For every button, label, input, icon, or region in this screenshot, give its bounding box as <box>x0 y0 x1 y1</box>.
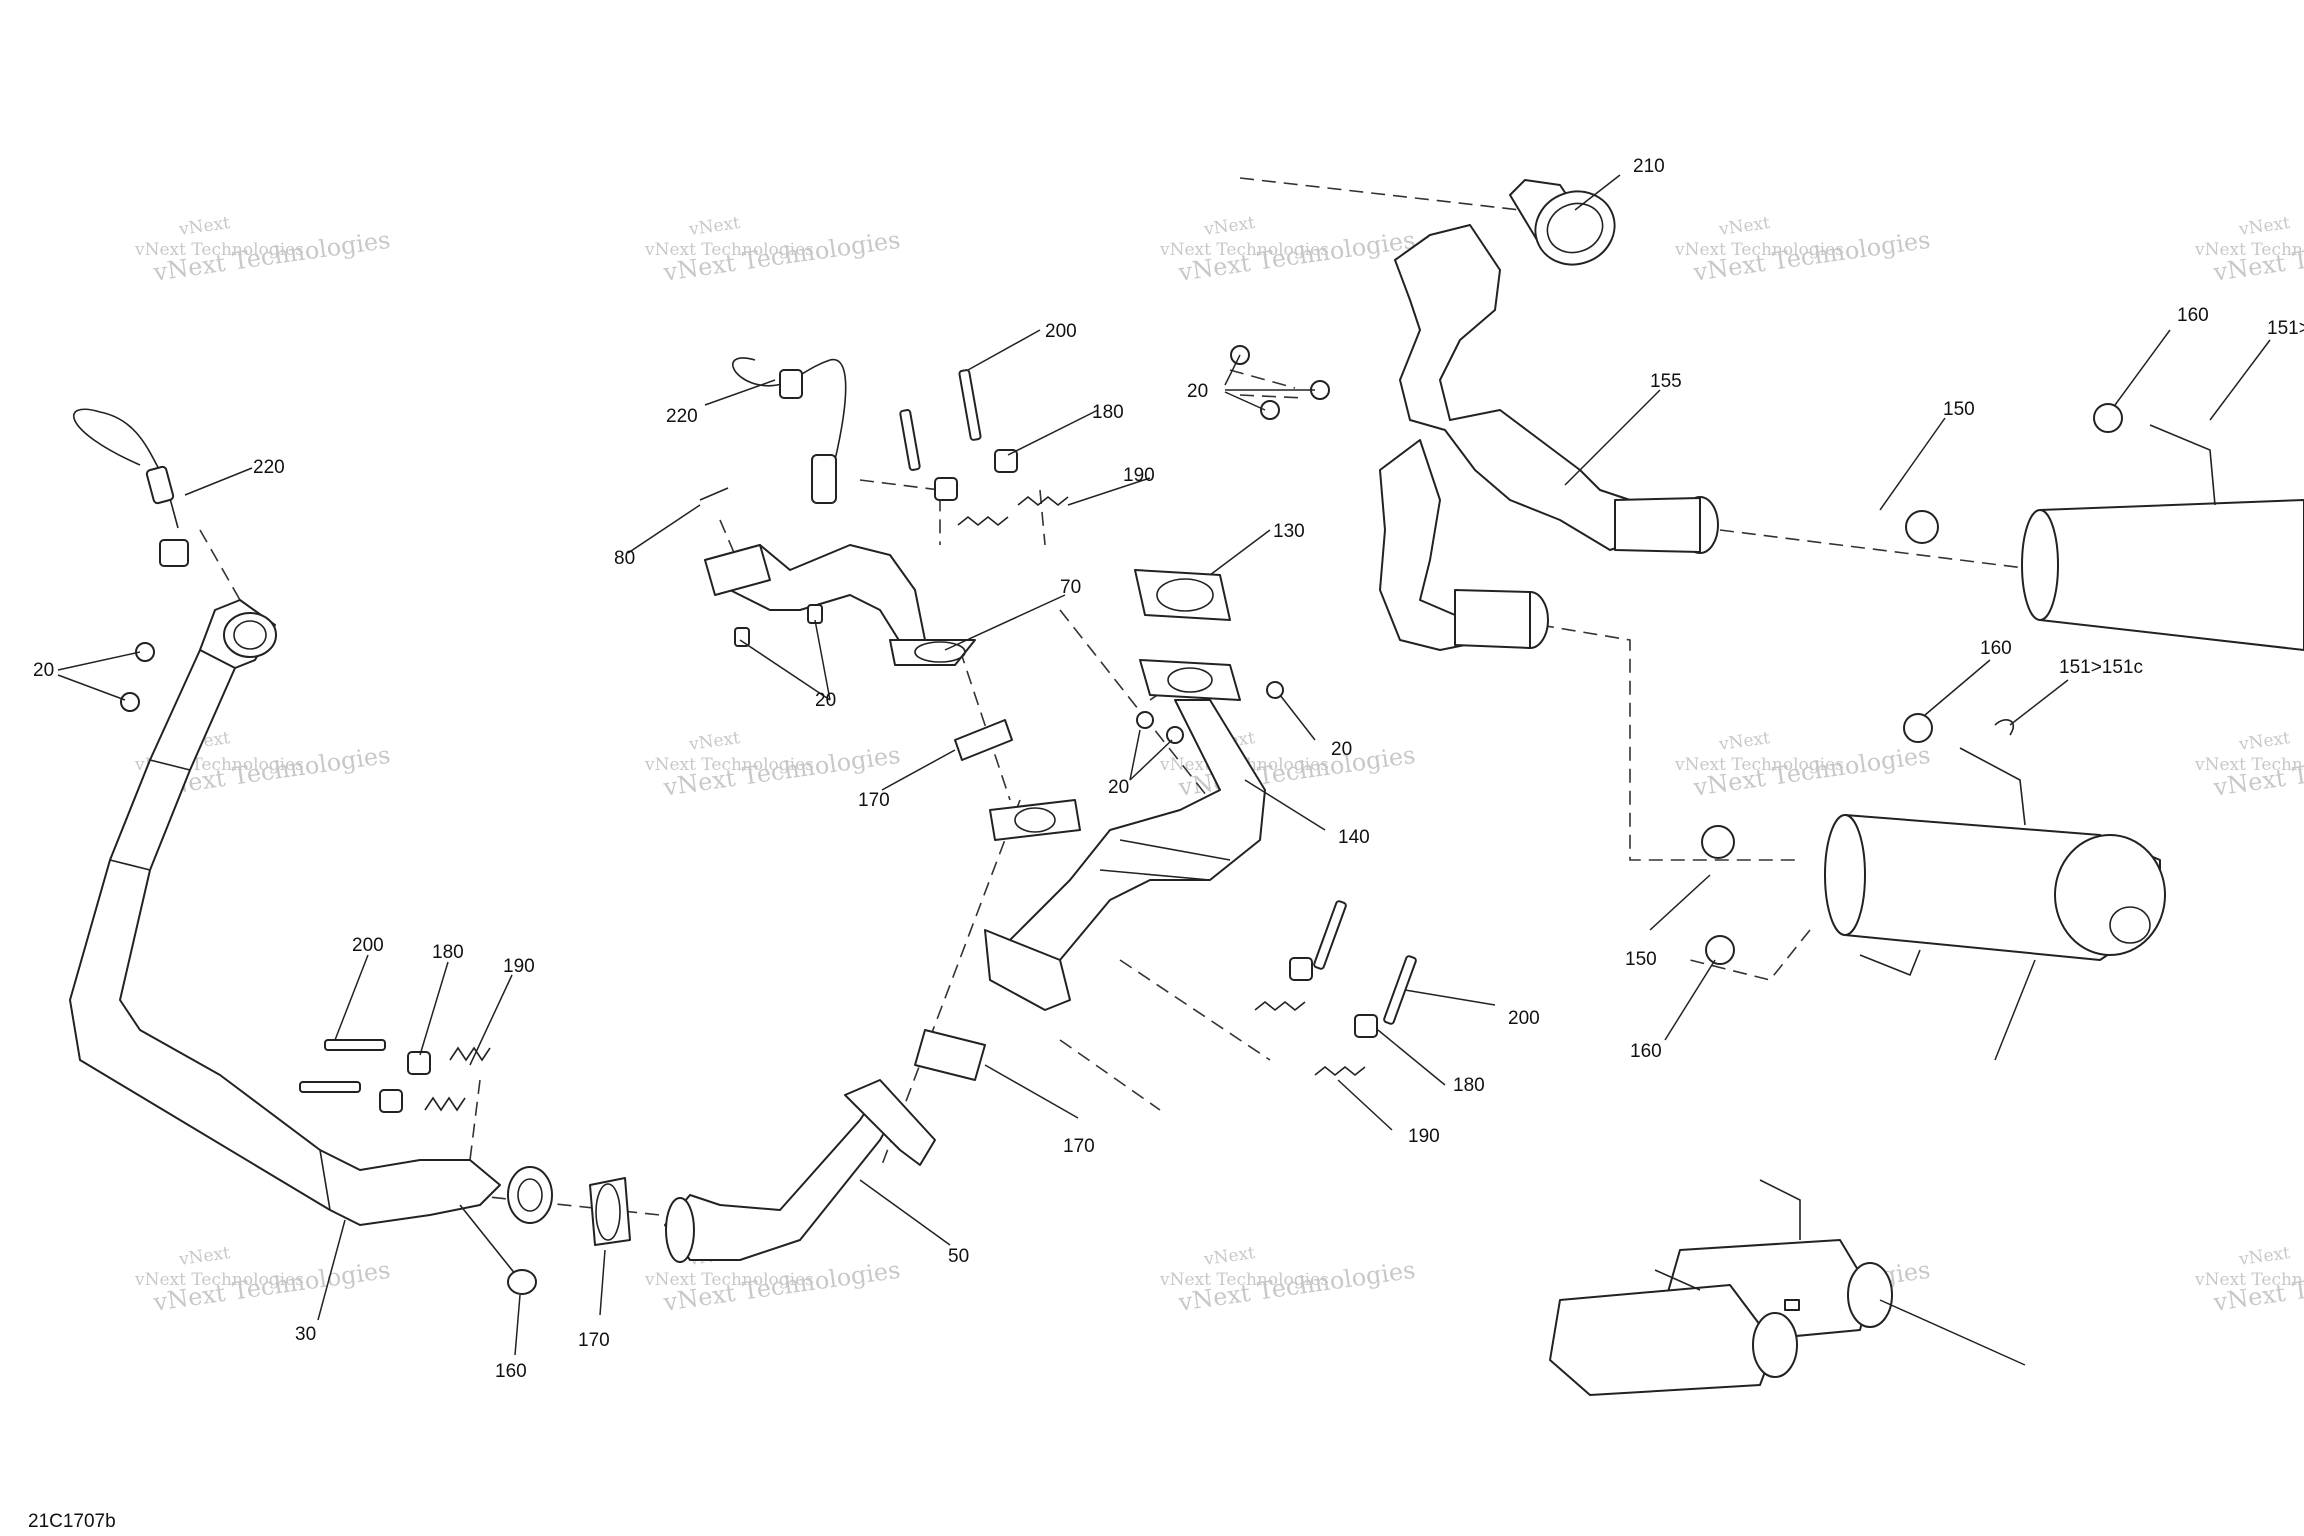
callout-170-left: 170 <box>578 1330 610 1351</box>
pipe-40 <box>699 357 1013 761</box>
watermark-text: vNext Technologies <box>2194 755 2304 775</box>
callout-210-lower: 150 <box>1625 949 1657 970</box>
watermark-text: vNext <box>2237 1243 2291 1270</box>
watermark-text: vNext <box>2237 213 2291 240</box>
watermark-text: vNext Technologies <box>644 240 814 260</box>
callout-40: 70 <box>1060 577 1081 598</box>
drawing-reference: 21C1707b <box>28 1511 116 1532</box>
callout-70: 130 <box>1273 521 1305 542</box>
callout-30: 30 <box>295 1324 316 1345</box>
callout-160-mid: 160 <box>1980 638 2012 659</box>
watermark-text: vNext <box>1202 1243 1256 1270</box>
callout-20-right: 20 <box>1187 381 1208 402</box>
callout-180-upper: 180 <box>1092 402 1124 423</box>
callout-20-cat-right: 20 <box>1331 739 1352 760</box>
callout-labels: 220 20 30 200 180 190 160 170 50 170 170… <box>33 156 2304 1382</box>
pipe-80 <box>664 1029 986 1263</box>
upper-hardware <box>899 369 1069 527</box>
watermark-text: vNext Technologies <box>1674 240 1844 260</box>
callout-200-left: 200 <box>352 935 384 956</box>
watermark-text: vNext Technologies <box>2194 1270 2304 1290</box>
leader-lines <box>57 174 2271 1366</box>
watermark-text: vNext <box>2237 728 2291 755</box>
callout-130: 210 <box>1633 156 1665 177</box>
watermark-text: vNext Technologies <box>134 240 304 260</box>
callout-20-cat-left: 20 <box>1108 777 1129 798</box>
callout-210-upper: 150 <box>1943 399 1975 420</box>
watermark-text: vNext Technologies <box>134 1270 304 1290</box>
callout-155-upper: 151>151c <box>2267 318 2304 339</box>
callout-80: 50 <box>948 1246 969 1267</box>
muffler-lower-150 <box>1701 713 2166 977</box>
callout-20-center: 20 <box>815 690 836 711</box>
callout-160-lower: 160 <box>1630 1041 1662 1062</box>
oxygen-sensor-left <box>73 408 189 567</box>
callout-170-center: 170 <box>1063 1136 1095 1157</box>
watermark-text: vNext Technologies <box>1674 755 1844 775</box>
catalyst-50 <box>984 569 1266 1011</box>
left-hardware <box>120 642 631 1295</box>
watermark-text: vNext <box>687 728 741 755</box>
watermark-text: vNext Technologies <box>644 1270 814 1290</box>
callout-180-lower: 180 <box>1453 1075 1485 1096</box>
watermark-text: vNext Technologies <box>1159 1270 1329 1290</box>
callout-10: 80 <box>614 548 635 569</box>
head-pipe-30 <box>69 599 553 1281</box>
callout-200-lower: 200 <box>1508 1008 1540 1029</box>
callout-190-left: 190 <box>503 956 535 977</box>
muffler-upper-150 <box>1905 403 2304 651</box>
muffler-kit-151 <box>1549 1179 1893 1396</box>
callout-220-center: 220 <box>666 406 698 427</box>
lower-hardware <box>1136 681 1417 1077</box>
watermark-text: vNext Technologies <box>644 755 814 775</box>
watermark-text: vNext <box>687 213 741 240</box>
watermark-text: vNext Technologies <box>2194 240 2304 260</box>
callout-220-left: 220 <box>253 457 285 478</box>
callout-180-left: 180 <box>432 942 464 963</box>
watermark-text: vNext Technologies <box>1159 240 1329 260</box>
callout-20-left: 20 <box>33 660 54 681</box>
watermark-text: vNext <box>1717 728 1771 755</box>
callout-140: 155 <box>1650 371 1682 392</box>
callout-160-upper: 160 <box>2177 305 2209 326</box>
callout-200-upper: 200 <box>1045 321 1077 342</box>
callout-170-upper: 170 <box>858 790 890 811</box>
watermark-text: vNext <box>1202 213 1256 240</box>
callout-190-upper: 190 <box>1123 465 1155 486</box>
watermark-text: vNext <box>1717 213 1771 240</box>
watermark-text: vNext <box>177 213 231 240</box>
callout-190-lower: 190 <box>1408 1126 1440 1147</box>
assembly-lines <box>199 177 2041 1216</box>
callout-50: 140 <box>1338 827 1370 848</box>
callout-160-left: 160 <box>495 1361 527 1382</box>
watermark-text: vNext <box>177 1243 231 1270</box>
callout-155-mid: 151>151c <box>2059 657 2143 678</box>
y-pipe-140 <box>1230 179 1719 651</box>
